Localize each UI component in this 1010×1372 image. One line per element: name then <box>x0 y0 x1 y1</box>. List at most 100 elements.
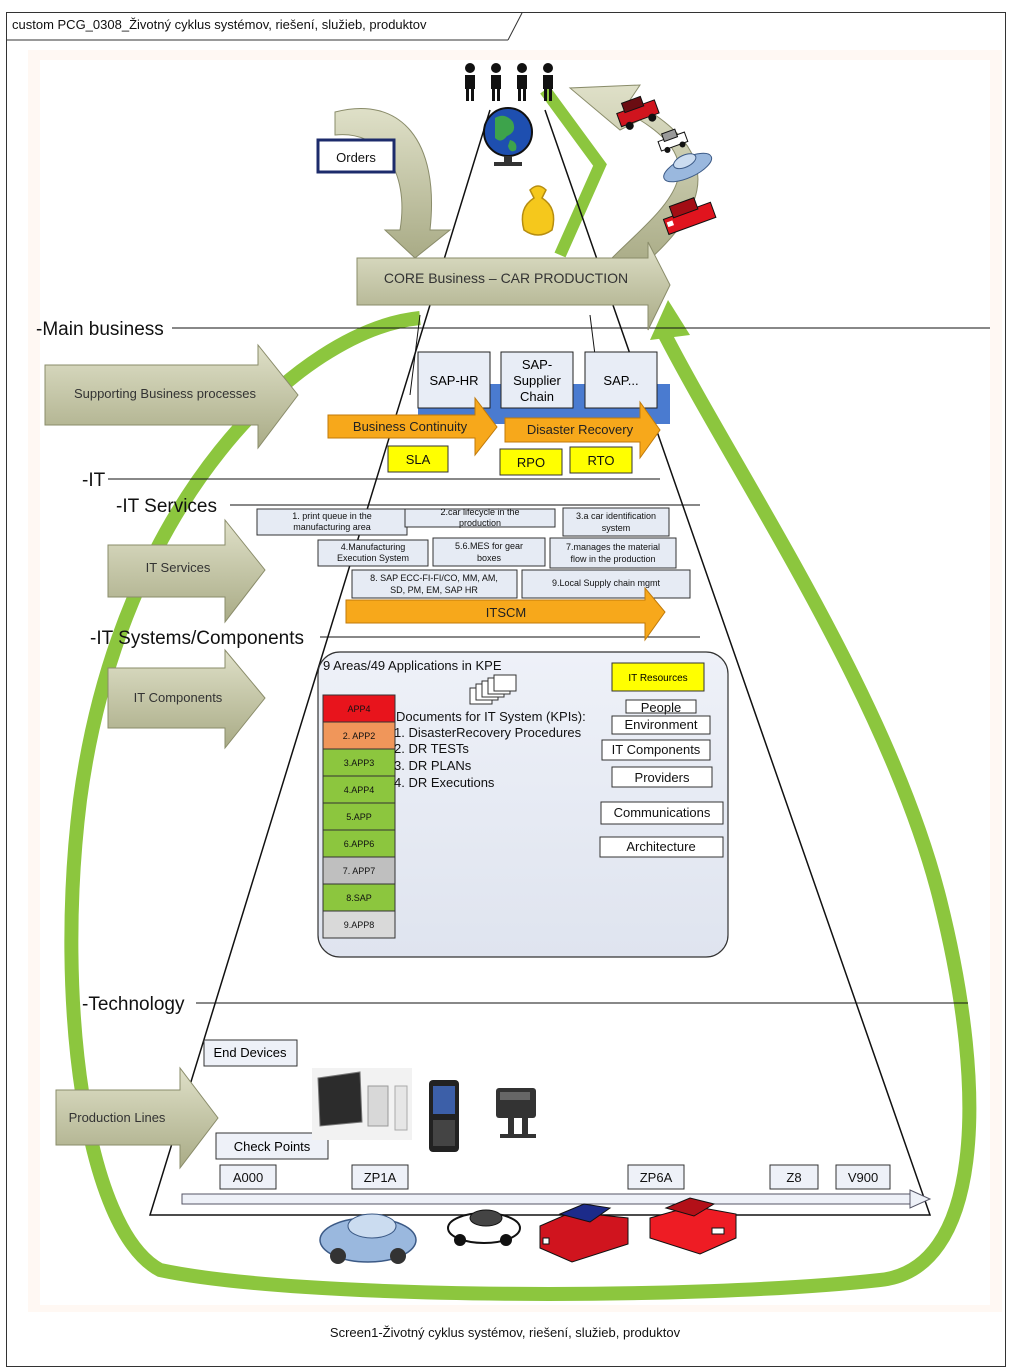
svg-text:flow in the production: flow in the production <box>570 554 655 564</box>
layer-label-main-business: -Main business <box>36 319 164 340</box>
car-icon-red-top-2 <box>662 197 717 236</box>
production-flow-arrow <box>181 1189 932 1209</box>
side-arrow-production-lines: Production Lines <box>55 1066 219 1170</box>
rpo-label: RPO <box>517 455 545 470</box>
car-icon-white-top <box>657 128 689 153</box>
app-block <box>322 883 396 912</box>
sla-label: SLA <box>406 452 431 467</box>
documents-icon <box>469 674 517 705</box>
svg-text:3.a car identification: 3.a car identification <box>576 511 656 521</box>
svg-text:5.6.MES for gear: 5.6.MES for gear <box>455 541 523 551</box>
svg-text:ITSCM: ITSCM <box>486 605 526 620</box>
people-icon <box>465 63 553 101</box>
svg-text:SD, PM, EM, SAP HR: SD, PM, EM, SAP HR <box>390 585 478 595</box>
svg-text:Business Continuity: Business Continuity <box>353 419 468 434</box>
svg-text:Environment: Environment <box>625 717 698 732</box>
app-block <box>322 856 396 885</box>
svg-text:IT Components: IT Components <box>134 690 223 705</box>
figure-caption: Screen1-Životný cyklus systémov, riešení… <box>329 1325 681 1340</box>
computer-icon <box>312 1068 412 1140</box>
app-label: 6.APP6 <box>344 839 375 849</box>
side-arrow-supporting: Supporting Business processes <box>44 343 299 450</box>
sap-other-box: SAP... <box>584 351 658 409</box>
app-label: 9.APP8 <box>344 920 375 930</box>
svg-text:system: system <box>602 523 631 533</box>
app-label: 7. APP7 <box>343 866 376 876</box>
layer-label-it-systems: -IT Systems/Components <box>90 628 304 649</box>
app-block <box>322 748 396 777</box>
core-business-arrow <box>356 241 671 331</box>
app-label: 8.SAP <box>346 893 372 903</box>
svg-text:IT Components: IT Components <box>612 742 701 757</box>
car-icon-red-bottom <box>539 1203 629 1263</box>
rto-box <box>569 446 633 474</box>
car-icon-blue-top <box>663 152 713 183</box>
it-resources-box <box>611 662 705 692</box>
app-label: 3.APP3 <box>344 758 375 768</box>
disaster-recovery-arrow: Disaster Recovery <box>504 400 661 460</box>
title-tab-border <box>6 12 523 41</box>
svg-text:manufacturing area: manufacturing area <box>293 522 371 532</box>
app-block <box>322 721 396 750</box>
loop-arrow-head <box>650 300 690 340</box>
svg-text:V900: V900 <box>848 1170 878 1185</box>
app-label: APP4 <box>347 704 370 714</box>
svg-text:Production Lines: Production Lines <box>69 1110 166 1125</box>
svg-text:8. SAP ECC-FI-FI/CO, MM, AM,: 8. SAP ECC-FI-FI/CO, MM, AM, <box>370 573 498 583</box>
svg-text:People: People <box>641 700 681 715</box>
svg-text:Supporting Business processes: Supporting Business processes <box>74 386 257 401</box>
svg-text:IT Services: IT Services <box>146 560 211 575</box>
lifecycle-loop-left <box>64 311 977 1301</box>
kpi-document-item: 2. DR TESTs <box>394 741 469 756</box>
car-icon-red-top <box>616 95 660 130</box>
svg-text:4.Manufacturing: 4.Manufacturing <box>341 542 406 552</box>
svg-text:boxes: boxes <box>477 553 502 563</box>
rpo-box <box>499 448 563 476</box>
svg-text:A000: A000 <box>233 1170 263 1185</box>
svg-text:Chain: Chain <box>520 389 554 404</box>
layer-label-it: -IT <box>82 470 106 491</box>
layer-lines <box>108 327 990 1004</box>
svg-text:2.car lifecycle in the: 2.car lifecycle in the <box>440 507 519 517</box>
handheld-device-icon <box>429 1080 459 1152</box>
sla-box <box>387 445 449 473</box>
svg-text:Disaster Recovery: Disaster Recovery <box>527 422 634 437</box>
svg-text:SAP...: SAP... <box>603 373 638 388</box>
side-arrow-it-services: IT Services <box>107 518 266 624</box>
check-points-label: Check Points <box>234 1139 311 1154</box>
kpi-document-item: 1. DisasterRecovery Procedures <box>394 725 582 740</box>
sap-hr-box: SAP-HR <box>417 351 491 409</box>
diagram-frame <box>6 12 1006 1367</box>
svg-text:SAP-HR: SAP-HR <box>429 373 478 388</box>
svg-text:9.Local Supply chain mgmt: 9.Local Supply chain mgmt <box>552 578 661 588</box>
production-stations: A000 ZP1A ZP6A Z8 V900 <box>219 1164 891 1190</box>
car-icon-white-bottom <box>447 1209 521 1246</box>
app-block <box>322 829 396 858</box>
svg-text:Architecture: Architecture <box>626 839 695 854</box>
side-arrow-it-components: IT Components <box>107 648 266 750</box>
svg-text:Providers: Providers <box>635 770 690 785</box>
svg-text:1. print queue in the: 1. print queue in the <box>292 511 372 521</box>
pyramid-outline <box>148 109 932 1216</box>
end-devices-label: End Devices <box>214 1045 287 1060</box>
it-resources-list: People Environment IT Components Provide… <box>599 699 724 858</box>
svg-text:production: production <box>459 518 501 528</box>
core-business-label: CORE Business – CAR PRODUCTION <box>384 270 628 286</box>
app-label: 5.APP <box>346 812 372 822</box>
kpe-title: 9 Areas/49 Applications in KPE <box>323 658 502 673</box>
orders-label: Orders <box>336 150 376 165</box>
kpi-documents-title: Documents for IT System (KPIs): <box>396 709 586 724</box>
kpi-document-item: 4. DR Executions <box>394 775 495 790</box>
svg-text:Communications: Communications <box>614 805 711 820</box>
globe-icon <box>483 107 533 166</box>
layer-label-it-services: -IT Services <box>116 496 217 517</box>
svg-text:ZP6A: ZP6A <box>640 1170 673 1185</box>
lifecycle-loop-top <box>540 86 607 258</box>
svg-text:Execution System: Execution System <box>337 553 409 563</box>
kpi-document-item: 3. DR PLANs <box>394 758 472 773</box>
app-block <box>322 775 396 804</box>
money-bag-icon <box>521 185 555 236</box>
svg-text:Supplier: Supplier <box>513 373 561 388</box>
car-icon-red-bottom-2 <box>649 1197 737 1255</box>
